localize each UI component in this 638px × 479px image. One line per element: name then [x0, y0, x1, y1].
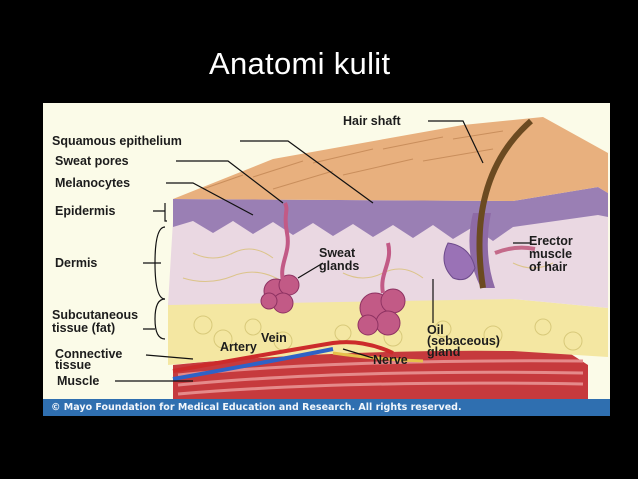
label-connective-tissue: Connective tissue [55, 347, 123, 372]
label-sweat-glands: Sweat glands [319, 246, 360, 273]
skin-surface [173, 117, 608, 201]
artery-vessel [172, 340, 394, 373]
label-vein: Vein [261, 331, 287, 345]
label-leader-lines [115, 120, 531, 382]
label-dermis: Dermis [55, 256, 98, 270]
slide-title: Anatomi kulit [209, 46, 391, 81]
nerve-fiber [332, 351, 424, 363]
label-melanocytes: Melanocytes [55, 176, 131, 190]
label-nerve: Nerve [373, 353, 408, 367]
skin-anatomy-diagram: Squamous epithelium Sweat pores Melanocy… [43, 103, 610, 416]
label-muscle: Muscle [57, 374, 100, 388]
label-oil-gland: Oil (sebaceous) gland [427, 323, 500, 359]
hair-shaft [476, 118, 533, 289]
sweat-gland-right [357, 288, 406, 336]
label-squamous-epithelium: Squamous epithelium [52, 134, 182, 148]
label-subcutaneous-tissue: Subcutaneous tissue (fat) [52, 308, 139, 335]
erector-muscle [494, 245, 536, 255]
sweat-duct-left [280, 202, 290, 282]
sebaceous-gland [443, 242, 476, 281]
vein-vessel [172, 347, 334, 381]
sweat-duct-right [380, 242, 392, 294]
label-erector-muscle: Erector muscle of hair [529, 234, 573, 274]
surface-texture [202, 130, 504, 190]
label-epidermis: Epidermis [55, 204, 116, 218]
label-artery: Artery [220, 340, 257, 354]
label-sweat-pores: Sweat pores [55, 154, 129, 168]
skin-illustration [115, 117, 608, 399]
sweat-gland-left [260, 274, 300, 314]
epidermis-layer [173, 187, 608, 241]
copyright-credit-bar: © Mayo Foundation for Medical Education … [43, 399, 610, 416]
label-hair-shaft: Hair shaft [343, 114, 401, 128]
